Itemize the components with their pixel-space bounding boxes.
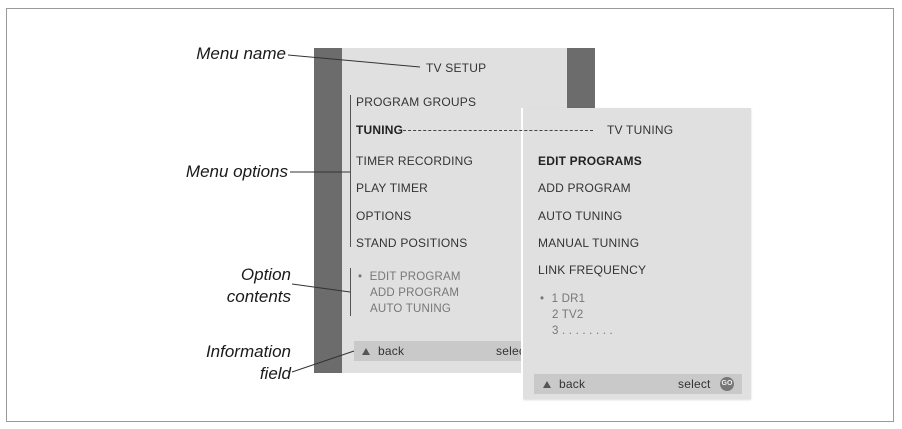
- program-entry-2: 2 TV2: [552, 309, 584, 321]
- up-triangle-icon: [543, 381, 551, 389]
- callout-information-field: Information field: [160, 341, 291, 385]
- callout-option-contents-line2: contents: [226, 287, 291, 306]
- option-content-add-program: ADD PROGRAM: [370, 287, 460, 299]
- right-side-bar: [567, 48, 595, 108]
- menu-item-program-groups[interactable]: PROGRAM GROUPS: [356, 95, 477, 109]
- figure-frame: [6, 8, 894, 422]
- callout-information-field-line1: Information: [205, 342, 291, 361]
- program-entry-3: 3 . . . . . . . .: [552, 325, 613, 337]
- tv-tuning-select-hint[interactable]: select: [678, 377, 711, 391]
- submenu-item-auto-tuning[interactable]: AUTO TUNING: [538, 209, 623, 223]
- option-content-edit-program-label: EDIT PROGRAM: [369, 271, 461, 283]
- tv-setup-back-label: back: [378, 344, 405, 358]
- tv-setup-select-hint[interactable]: select: [496, 344, 529, 358]
- tv-setup-title: TV SETUP: [426, 61, 487, 75]
- tv-setup-back-hint[interactable]: back: [362, 344, 404, 358]
- submenu-item-edit-programs[interactable]: EDIT PROGRAMS: [538, 154, 642, 168]
- tuning-connector-line: [403, 130, 593, 131]
- callout-information-field-line2: field: [259, 364, 291, 383]
- menu-item-tuning[interactable]: TUNING: [356, 123, 404, 137]
- menu-item-timer-recording[interactable]: TIMER RECORDING: [356, 154, 473, 168]
- menu-item-options[interactable]: OPTIONS: [356, 209, 412, 223]
- tv-tuning-info-field: [534, 374, 742, 394]
- program-entry-1-label: 1 DR1: [551, 293, 586, 305]
- tv-tuning-back-label: back: [559, 377, 586, 391]
- menu-item-play-timer[interactable]: PLAY TIMER: [356, 181, 429, 195]
- go-button-icon[interactable]: GO: [720, 377, 734, 391]
- submenu-item-manual-tuning[interactable]: MANUAL TUNING: [538, 236, 640, 250]
- bullet-icon: •: [358, 271, 363, 283]
- menu-item-stand-positions[interactable]: STAND POSITIONS: [356, 236, 468, 250]
- callout-option-contents-line1: Option: [240, 265, 291, 284]
- option-content-auto-tuning: AUTO TUNING: [370, 303, 452, 315]
- left-side-bar: [314, 48, 342, 373]
- tv-tuning-back-hint[interactable]: back: [543, 377, 585, 391]
- submenu-item-add-program[interactable]: ADD PROGRAM: [538, 181, 631, 195]
- bullet-icon: •: [540, 293, 545, 305]
- callout-option-contents: Option contents: [170, 264, 291, 308]
- program-entry-1: • 1 DR1: [540, 293, 585, 305]
- tv-tuning-title: TV TUNING: [607, 123, 674, 137]
- submenu-item-link-frequency[interactable]: LINK FREQUENCY: [538, 263, 647, 277]
- tv-tuning-menu-panel: [523, 108, 751, 399]
- option-contents-bracket: [350, 268, 351, 316]
- up-triangle-icon: [362, 348, 370, 356]
- option-content-edit-program: • EDIT PROGRAM: [358, 271, 461, 283]
- tv-setup-info-field: [354, 341, 521, 361]
- menu-options-bracket: [350, 95, 351, 247]
- callout-menu-name: Menu name: [196, 44, 286, 63]
- callout-menu-options: Menu options: [185, 162, 288, 181]
